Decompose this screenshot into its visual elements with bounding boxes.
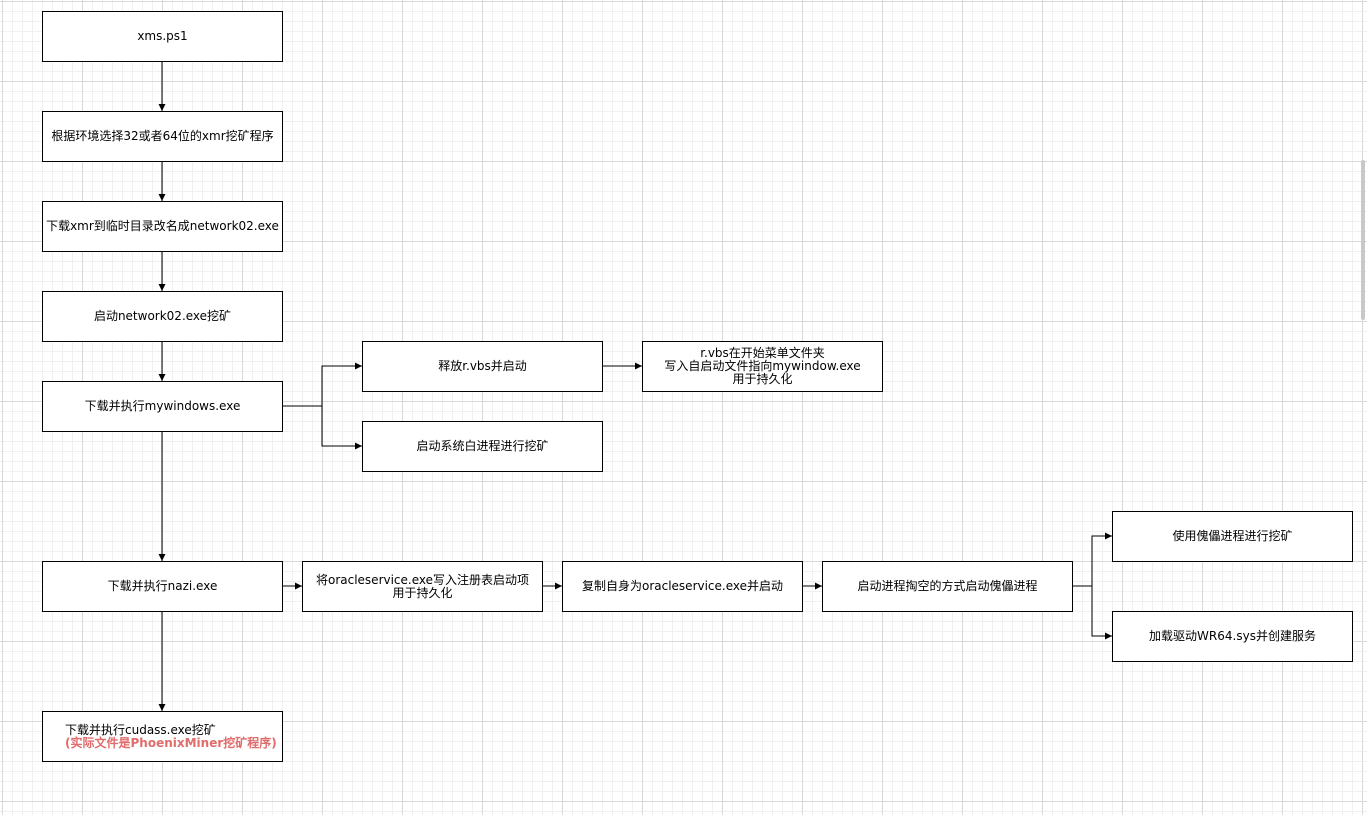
node-release-vbs[interactable]: 释放r.vbs并启动 — [362, 341, 603, 392]
node-label-line: 写入自启动文件指向mywindow.exe — [664, 359, 861, 373]
node-label: 下载并执行mywindows.exe — [84, 399, 241, 413]
node-label-line: 用于持久化 — [392, 585, 453, 600]
node-hollowing[interactable]: 启动进程掏空的方式启动傀儡进程 — [822, 561, 1073, 612]
node-label: 释放r.vbs并启动 — [438, 359, 527, 373]
node-label: 启动系统白进程进行挖矿 — [416, 439, 549, 453]
node-whitelist-mining[interactable]: 启动系统白进程进行挖矿 — [362, 421, 603, 472]
node-label: 加载驱动WR64.sys并创建服务 — [1149, 629, 1316, 643]
node-copy-self[interactable]: 复制自身为oracleservice.exe并启动 — [562, 561, 803, 612]
node-select-arch[interactable]: 根据环境选择32或者64位的xmr挖矿程序 — [42, 111, 283, 162]
node-note: (实际文件是PhoenixMiner挖矿程序) — [65, 735, 277, 750]
node-label: 使用傀儡进程进行挖矿 — [1172, 529, 1293, 543]
node-label: xms.ps1 — [137, 29, 188, 43]
node-vbs-persist[interactable]: r.vbs在开始菜单文件夹 写入自启动文件指向mywindow.exe 用于持久… — [642, 341, 883, 392]
vertical-scrollbar[interactable] — [1361, 160, 1365, 320]
node-label-line: 将oracleservice.exe写入注册表启动项 — [315, 572, 530, 587]
node-label: 根据环境选择32或者64位的xmr挖矿程序 — [51, 129, 274, 143]
node-puppet-mining[interactable]: 使用傀儡进程进行挖矿 — [1112, 511, 1353, 562]
edge-mywindows-to-vbs — [282, 362, 362, 407]
node-mywindows[interactable]: 下载并执行mywindows.exe — [42, 381, 283, 432]
node-nazi[interactable]: 下载并执行nazi.exe — [42, 561, 283, 612]
node-cudass[interactable]: 下载并执行cudass.exe挖矿 (实际文件是PhoenixMiner挖矿程序… — [42, 711, 283, 762]
node-label-line: r.vbs在开始菜单文件夹 — [700, 346, 825, 360]
node-label: 启动进程掏空的方式启动傀儡进程 — [857, 579, 1038, 593]
edge-hollowing-to-driver — [1091, 586, 1112, 640]
node-download-xmr[interactable]: 下载xmr到临时目录改名成network02.exe — [42, 201, 283, 252]
edge-hollowing-to-puppet — [1072, 532, 1112, 587]
edge-mywindows-to-whitelist — [321, 406, 362, 450]
node-label: 下载并执行nazi.exe — [107, 579, 218, 593]
node-driver[interactable]: 加载驱动WR64.sys并创建服务 — [1112, 611, 1353, 662]
node-oracle-registry[interactable]: 将oracleservice.exe写入注册表启动项 用于持久化 — [302, 561, 543, 612]
node-label: 启动network02.exe挖矿 — [93, 309, 232, 323]
node-label: 复制自身为oracleservice.exe并启动 — [581, 579, 784, 593]
node-label-line: 用于持久化 — [732, 372, 793, 386]
node-start-network[interactable]: 启动network02.exe挖矿 — [42, 291, 283, 342]
node-xms-ps1[interactable]: xms.ps1 — [42, 11, 283, 62]
node-label: 下载并执行cudass.exe挖矿 — [65, 722, 216, 737]
node-label: 下载xmr到临时目录改名成network02.exe — [46, 219, 279, 233]
